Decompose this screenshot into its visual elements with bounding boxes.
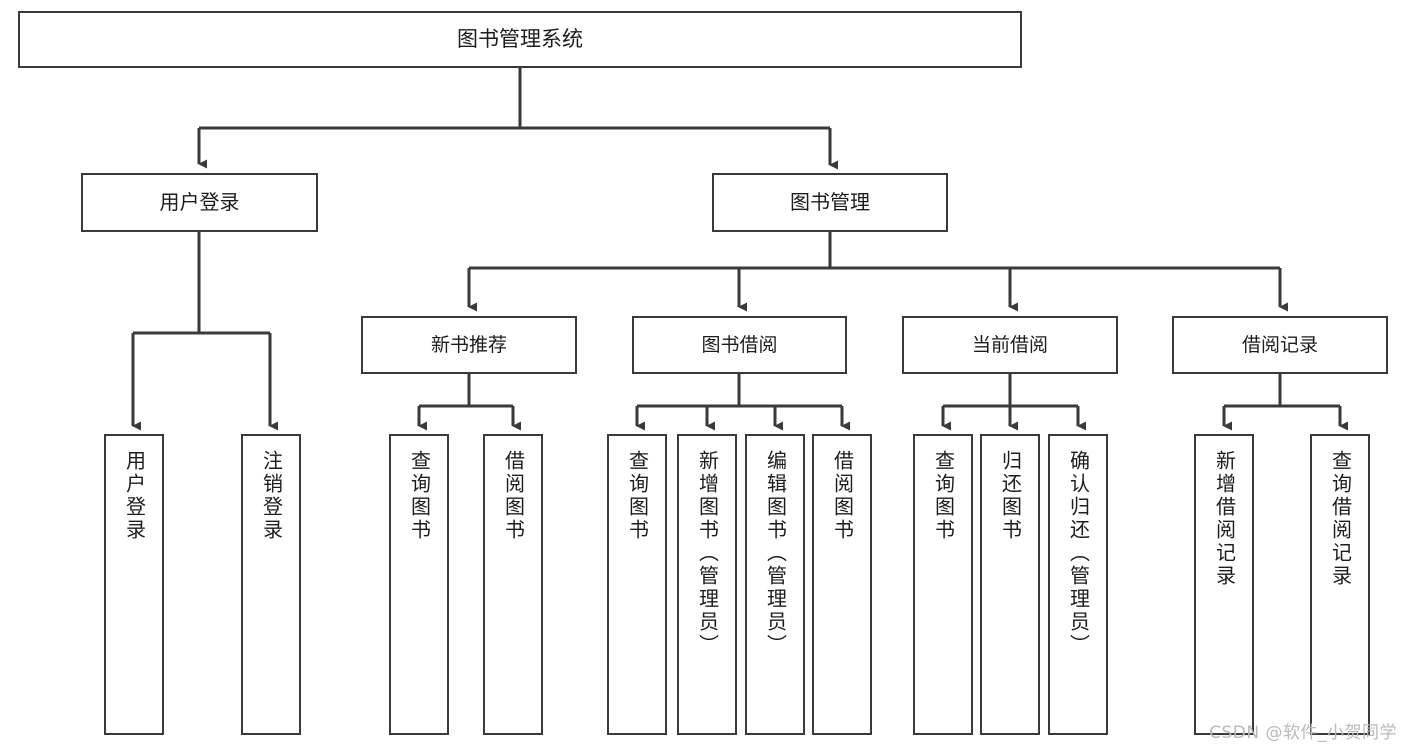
node-root-system[interactable]: 图书管理系统 xyxy=(18,11,1022,68)
leaf-borrow-borrow-book[interactable]: 借阅图书 xyxy=(812,434,872,735)
leaf-current-return-book[interactable]: 归还图书 xyxy=(980,434,1040,735)
leaf-borrow-add-book[interactable]: 新增图书（管理员） xyxy=(677,434,737,735)
node-label: 新增图书（管理员） xyxy=(695,450,720,657)
node-label: 图书管理系统 xyxy=(457,27,583,52)
leaf-new-book-query[interactable]: 查询图书 xyxy=(389,434,449,735)
node-label: 图书借阅 xyxy=(701,333,778,356)
node-borrow-record[interactable]: 借阅记录 xyxy=(1172,316,1388,374)
csdn-watermark: CSDN @软件_小贺同学 xyxy=(1209,723,1397,743)
node-label: 查询图书 xyxy=(407,450,432,542)
node-current-borrow[interactable]: 当前借阅 xyxy=(902,316,1118,374)
node-book-borrow[interactable]: 图书借阅 xyxy=(632,316,847,374)
leaf-borrow-edit-book[interactable]: 编辑图书（管理员） xyxy=(745,434,805,735)
node-book-manage[interactable]: 图书管理 xyxy=(712,173,948,232)
node-label: 新增借阅记录 xyxy=(1212,450,1237,588)
node-label: 确认归还（管理员） xyxy=(1066,450,1091,657)
node-label: 新书推荐 xyxy=(430,333,507,356)
node-label: 查询图书 xyxy=(625,450,650,542)
node-new-book-recommend[interactable]: 新书推荐 xyxy=(361,316,577,374)
node-label: 用户登录 xyxy=(159,189,240,214)
leaf-current-confirm-return[interactable]: 确认归还（管理员） xyxy=(1048,434,1108,735)
leaf-user-login[interactable]: 用户登录 xyxy=(104,434,164,735)
node-label: 借阅记录 xyxy=(1241,333,1318,356)
leaf-logout[interactable]: 注销登录 xyxy=(241,434,301,735)
node-label: 编辑图书（管理员） xyxy=(763,450,788,657)
node-user-login[interactable]: 用户登录 xyxy=(81,173,318,232)
node-label: 查询图书 xyxy=(931,450,956,542)
leaf-new-book-borrow[interactable]: 借阅图书 xyxy=(483,434,543,735)
node-label: 注销登录 xyxy=(259,450,284,542)
node-label: 借阅图书 xyxy=(501,450,526,542)
leaf-current-query-book[interactable]: 查询图书 xyxy=(913,434,973,735)
leaf-record-add[interactable]: 新增借阅记录 xyxy=(1194,434,1254,735)
node-label: 当前借阅 xyxy=(971,333,1048,356)
node-label: 查询借阅记录 xyxy=(1328,450,1353,588)
node-label: 借阅图书 xyxy=(830,450,855,542)
leaf-record-query[interactable]: 查询借阅记录 xyxy=(1310,434,1370,735)
leaf-borrow-query-book[interactable]: 查询图书 xyxy=(607,434,667,735)
node-label: 归还图书 xyxy=(998,450,1023,542)
node-label: 用户登录 xyxy=(122,450,147,542)
node-label: 图书管理 xyxy=(790,189,870,214)
